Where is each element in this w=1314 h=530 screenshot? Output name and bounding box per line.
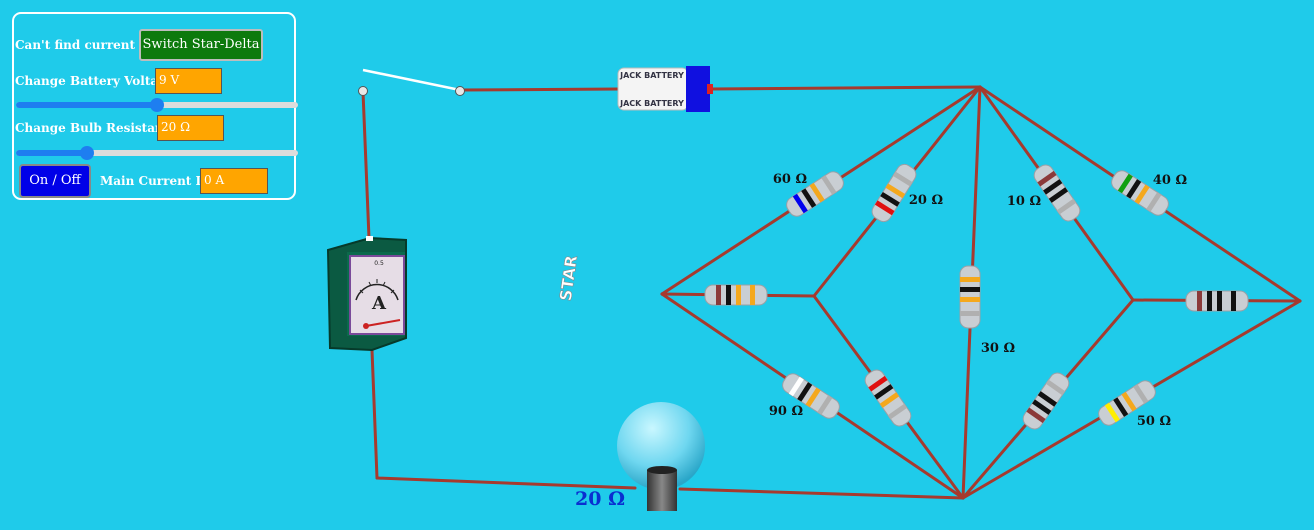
resistor-60 [786, 171, 844, 217]
resistor-20-label: 20 Ω [909, 193, 943, 208]
resistor-30 [959, 265, 981, 329]
ammeter: A 0.5 [326, 236, 407, 352]
star-delta-sign: STAR [556, 254, 582, 303]
resistor-30-label: 30 Ω [981, 341, 1015, 356]
resistor-40-label: 40 Ω [1153, 173, 1187, 188]
battery-slider-thumb[interactable] [150, 98, 164, 112]
resistor-10-label: 10 Ω [1007, 194, 1041, 209]
resistor-right [1185, 290, 1249, 312]
ammeter-scale-label: 0.5 [374, 260, 384, 267]
on-off-button[interactable]: On / Off [19, 164, 91, 198]
wires [361, 85, 1302, 500]
resistor-60-label: 60 Ω [773, 172, 807, 187]
main-current-field: 0 A [200, 168, 268, 194]
bulb-slider-thumb[interactable] [79, 146, 94, 160]
switch-star-delta-button[interactable]: Switch Star-Delta [139, 29, 263, 61]
battery-voltage-slider[interactable] [16, 98, 298, 112]
bulb-slider-fill [16, 150, 87, 156]
resistor-10 [1033, 164, 1081, 222]
resistor-20 [871, 163, 917, 223]
battery-voltage-label: Change Battery Voltage: [15, 74, 179, 88]
resistor-50-label: 50 Ω [1137, 414, 1171, 429]
resistor-90-label: 90 Ω [769, 404, 803, 419]
resistor-left [704, 284, 768, 306]
cant-find-current-label: Can't find current I? [15, 38, 152, 52]
battery-slider-fill [16, 102, 157, 108]
battery-label-bottom: JACK BATTERY [619, 99, 684, 108]
resistor-50 [1098, 380, 1156, 426]
battery-voltage-field[interactable]: 9 V [155, 68, 222, 94]
resistor-40 [1111, 170, 1169, 216]
main-current-label: Main Current I = [100, 174, 216, 188]
bulb [617, 402, 705, 511]
battery: JACK BATTERY JACK BATTERY [617, 66, 713, 112]
bulb-resistance-field[interactable]: 20 Ω [157, 115, 224, 141]
control-panel: Can't find current I? Switch Star-Delta … [12, 12, 298, 200]
resistor-bottom-inner [864, 369, 912, 427]
bulb-resistance-label: Change Bulb Resistance: [15, 121, 184, 135]
bulb-resistance-display: 20 Ω [575, 488, 625, 510]
resistor-bottom-right [1022, 372, 1070, 430]
resistors [704, 163, 1249, 430]
ammeter-symbol: A [371, 293, 387, 314]
battery-label-top: JACK BATTERY [619, 71, 684, 80]
svg-text:STAR: STAR [556, 254, 581, 302]
switch[interactable] [358, 68, 465, 96]
bulb-resistance-slider[interactable] [16, 146, 298, 160]
resistor-90 [782, 373, 840, 419]
